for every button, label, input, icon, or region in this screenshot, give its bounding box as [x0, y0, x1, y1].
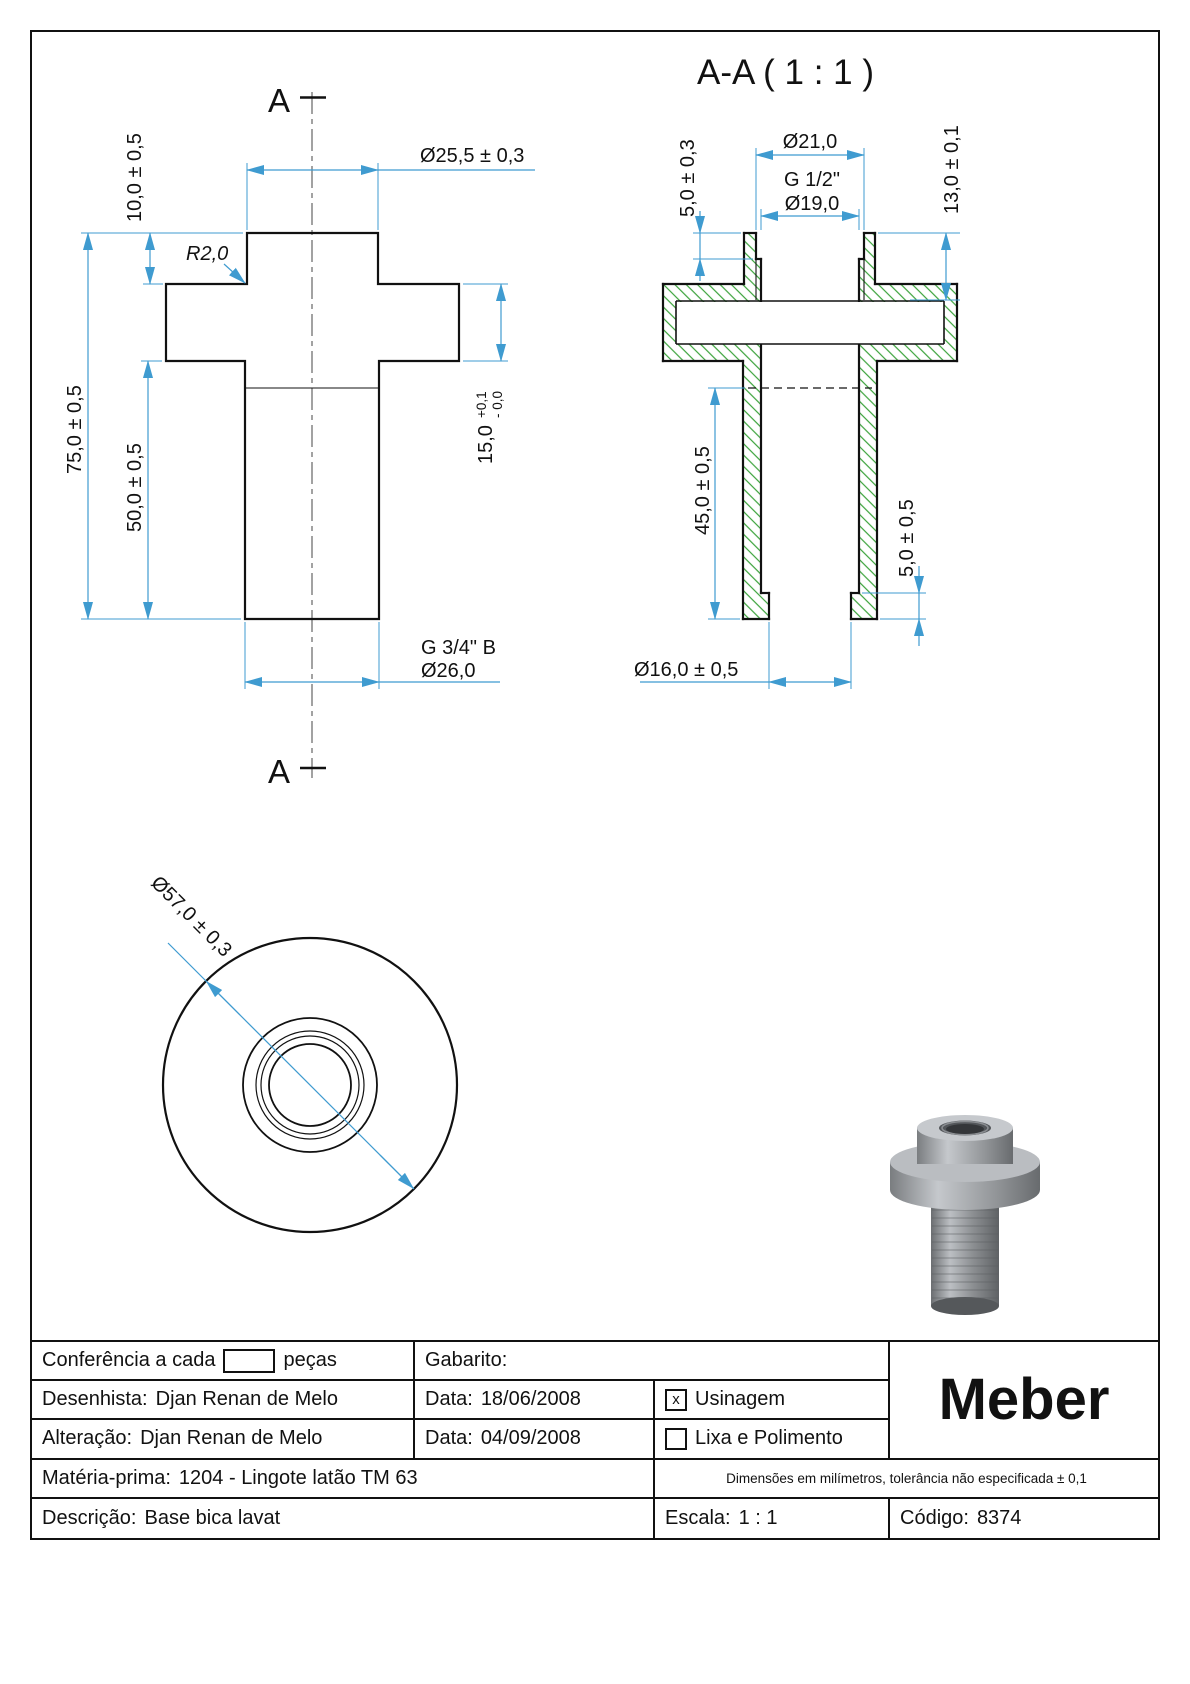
part-outline-section — [661, 231, 959, 621]
part-outline-front — [164, 231, 461, 621]
gabarito-cell: Gabarito: — [415, 1342, 890, 1382]
dim-bottom-diameter: Ø16,0 ± 0,5 — [634, 659, 738, 681]
section-label-bottom: A — [268, 753, 290, 790]
dim-bore-depth: 45,0 ± 0,5 — [692, 446, 714, 535]
svg-text:+0,1: +0,1 — [474, 391, 489, 418]
dim-boss-height: 10,0 ± 0,5 — [124, 133, 146, 222]
lixa-checkbox — [665, 1427, 687, 1450]
dim-stem-diameter: Ø26,0 — [421, 660, 475, 682]
top-view-dimensions: Ø57,0 ± 0,3 — [146, 872, 415, 1190]
stem-circle — [242, 1017, 378, 1153]
drawing-canvas: A A 10,0 ± 0,5 — [64, 53, 1040, 1315]
descricao-value: Base bica lavat — [144, 1506, 281, 1529]
alteracao-label: Alteração: — [42, 1427, 133, 1450]
render-stem-bottom — [931, 1297, 999, 1315]
escala-label: Escala: — [665, 1506, 731, 1529]
usinagem-checkbox-mark: x — [672, 1391, 680, 1409]
bore-circle — [260, 1035, 360, 1135]
lixa-label: Lixa e Polimento — [695, 1427, 843, 1450]
dim-thread-depth: 13,0 ± 0,1 — [941, 125, 963, 214]
section-view-title: A-A ( 1 : 1 ) — [697, 53, 874, 92]
descricao-label: Descrição: — [42, 1506, 137, 1529]
company-logo: Meber — [938, 1367, 1110, 1433]
conferencia-label: Conferência a cada — [42, 1349, 216, 1372]
data2-cell: Data: 04/09/2008 — [415, 1420, 655, 1460]
lixa-cell: Lixa e Polimento — [655, 1420, 890, 1460]
bottom-bore-circle — [268, 1043, 352, 1127]
section-label-top: A — [268, 82, 290, 119]
dim-internal-thread: G 1/2" — [784, 169, 840, 191]
materia-prima-cell: Matéria-prima: 1204 - Lingote latão TM 6… — [32, 1459, 655, 1499]
dim-total-height: 75,0 ± 0,5 — [64, 385, 86, 474]
usinagem-cell: x Usinagem — [655, 1381, 890, 1421]
descricao-cell: Descrição: Base bica lavat — [32, 1498, 655, 1538]
data1-cell: Data: 18/06/2008 — [415, 1381, 655, 1421]
thread-crest-circle — [255, 1030, 365, 1140]
dim-stem-height: 50,0 ± 0,5 — [124, 443, 146, 532]
dim-boss-diameter: Ø25,5 ± 0,3 — [420, 145, 524, 167]
section-view: A-A ( 1 : 1 ) — [634, 53, 963, 689]
cross-hole-edges — [675, 300, 945, 345]
alteracao-value: Djan Renan de Melo — [140, 1427, 323, 1450]
cross-hole-opening — [676, 302, 944, 344]
desenhista-label: Desenhista: — [42, 1388, 148, 1411]
front-view-dimensions: 10,0 ± 0,5 Ø25,5 ± 0,3 R2,0 75,0 ± 0,5 5… — [64, 133, 535, 689]
conferencia-cell: Conferência a cada peças — [32, 1342, 415, 1382]
logo-cell: Meber — [890, 1342, 1158, 1460]
data1-value: 18/06/2008 — [480, 1388, 581, 1411]
svg-text:- 0,0: - 0,0 — [490, 391, 505, 418]
front-view: A A 10,0 ± 0,5 — [64, 82, 535, 790]
section-view-dimensions: Ø21,0 G 1/2" Ø19,0 5,0 ± 0,3 13,0 ± 0,1 … — [634, 125, 963, 689]
dim-stem-thread: G 3/4" B — [421, 637, 496, 659]
render-thread-lines — [932, 1201, 998, 1299]
render-hole-inner — [946, 1124, 984, 1134]
dim-bore-diameter: Ø19,0 — [785, 193, 839, 215]
desenhista-value: Djan Renan de Melo — [155, 1388, 338, 1411]
conferencia-quantity-box — [223, 1348, 276, 1373]
data2-value: 04/09/2008 — [480, 1427, 581, 1450]
codigo-cell: Código: 8374 — [890, 1498, 1158, 1538]
dim-fillet-radius: R2,0 — [186, 243, 228, 265]
alteracao-cell: Alteração: Djan Renan de Melo — [32, 1420, 415, 1460]
tolerance-note-cell: Dimensões em milímetros, tolerância não … — [655, 1459, 1158, 1499]
materia-prima-label: Matéria-prima: — [42, 1466, 171, 1489]
svg-text:15,0: 15,0 — [475, 425, 497, 464]
tolerance-note: Dimensões em milímetros, tolerância não … — [726, 1470, 1087, 1486]
usinagem-label: Usinagem — [695, 1388, 786, 1411]
render-hole-thread-rim — [941, 1120, 989, 1136]
top-view: Ø57,0 ± 0,3 — [146, 872, 459, 1234]
title-block: Conferência a cada peças Gabarito: Meber… — [30, 1340, 1160, 1540]
materia-prima-value: 1204 - Lingote latão TM 63 — [178, 1466, 418, 1489]
usinagem-checkbox: x — [665, 1388, 687, 1411]
desenhista-cell: Desenhista: Djan Renan de Melo — [32, 1381, 415, 1421]
dim-flange-thickness: 15,0 +0,1 - 0,0 — [474, 391, 505, 464]
dim-flange-diameter: Ø57,0 ± 0,3 — [146, 872, 235, 961]
codigo-value: 8374 — [976, 1506, 1022, 1529]
escala-cell: Escala: 1 : 1 — [655, 1498, 890, 1538]
part-3d-render — [890, 1115, 1040, 1315]
render-stem — [931, 1196, 999, 1306]
data1-label: Data: — [425, 1388, 473, 1411]
codigo-label: Código: — [900, 1506, 969, 1529]
escala-value: 1 : 1 — [738, 1506, 778, 1529]
dim-top-bore-diameter: Ø21,0 — [783, 131, 837, 153]
flange-circle — [161, 936, 459, 1234]
data2-label: Data: — [425, 1427, 473, 1450]
dim-bottom-recess-depth: 5,0 ± 0,5 — [896, 499, 918, 577]
pecas-label: peças — [283, 1349, 337, 1372]
gabarito-label: Gabarito: — [425, 1349, 508, 1372]
dim-counterbore-depth: 5,0 ± 0,3 — [677, 139, 699, 217]
